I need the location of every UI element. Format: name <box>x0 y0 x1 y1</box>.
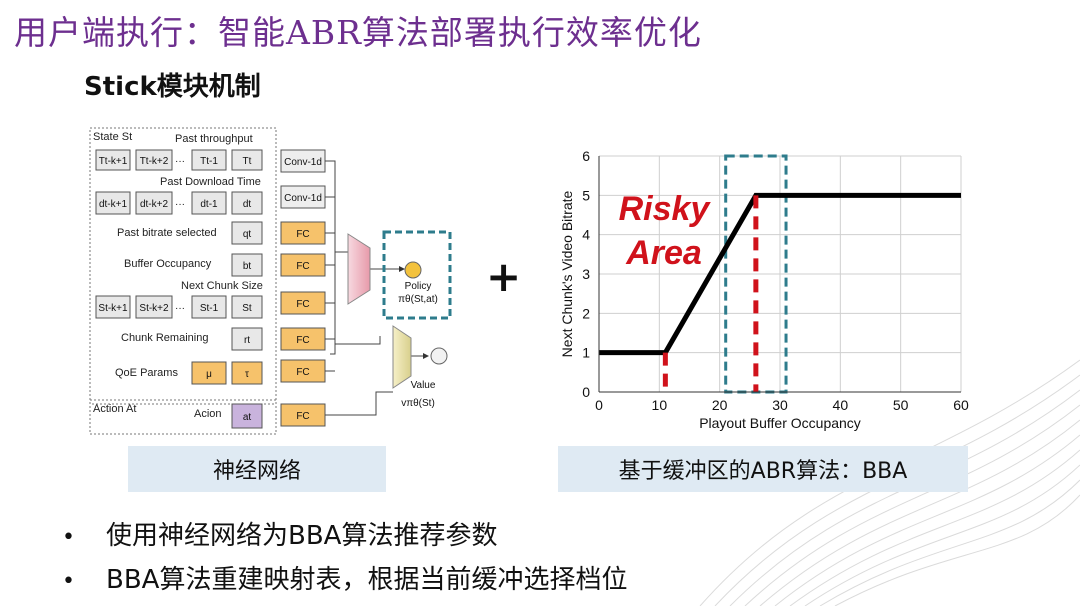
past-bitrate-label: Past bitrate selected <box>117 227 217 239</box>
throughput-cell: Tt <box>243 156 252 167</box>
value-formula: vπθ(St) <box>401 398 435 409</box>
layer-label: FC <box>296 299 309 310</box>
bullet-item: • BBA算法重建映射表，根据当前缓冲选择档位 <box>62 558 1042 602</box>
size-cell: St-k+2 <box>139 303 169 314</box>
download-cell: dt-1 <box>200 199 218 210</box>
ellipsis: ··· <box>175 199 185 210</box>
chunk-size-row: St-k+1 St-k+2 ··· St-1 St <box>95 295 263 319</box>
x-tick-label: 40 <box>833 397 849 413</box>
layer-label: Conv-1d <box>284 193 322 204</box>
download-cell: dt-k+2 <box>140 199 169 210</box>
throughput-cell: Tt-k+2 <box>140 156 169 167</box>
a-cell-box <box>231 403 263 429</box>
throughput-cell: Tt-1 <box>200 156 218 167</box>
layer-label: FC <box>296 229 309 240</box>
risky-area-annotation: Area <box>625 234 702 272</box>
action-box <box>89 399 277 435</box>
y-tick-label: 2 <box>582 305 590 321</box>
x-tick-label: 30 <box>772 397 788 413</box>
size-cell: St-1 <box>200 303 219 314</box>
past-download-time-label: Past Download Time <box>160 176 261 188</box>
bullet-dot: • <box>62 525 75 550</box>
plus-sign: + <box>486 252 522 301</box>
ellipsis: ··· <box>175 303 185 314</box>
layer-label: Conv-1d <box>284 157 322 168</box>
x-tick-label: 0 <box>595 397 603 413</box>
state-box <box>89 127 277 405</box>
b-cell: bt <box>243 261 252 272</box>
y-tick-label: 1 <box>582 345 590 361</box>
qoe-params-label: QoE Params <box>115 367 178 379</box>
page-title: 用户端执行：智能ABR算法部署执行效率优化 <box>14 13 702 52</box>
mu-cell: μ <box>206 369 212 380</box>
value-label: Value <box>411 380 436 391</box>
policy-label: Policy <box>405 281 432 292</box>
size-cell: St-k+1 <box>98 303 128 314</box>
caption-bba: 基于缓冲区的ABR算法：BBA <box>558 446 968 492</box>
value-node <box>430 347 448 365</box>
policy-network-block <box>347 233 371 305</box>
caption-neural-network: 神经网络 <box>128 446 386 492</box>
r-cell-box <box>231 327 263 351</box>
r-cell: rt <box>244 335 250 346</box>
acion-label: Acion <box>194 408 222 420</box>
b-cell-box <box>231 253 263 277</box>
q-cell: qt <box>243 229 252 240</box>
bullet-text: 使用神经网络为BBA算法推荐参数 <box>106 521 498 551</box>
y-tick-label: 3 <box>582 266 590 282</box>
bullet-list: • 使用神经网络为BBA算法推荐参数 • BBA算法重建映射表，根据当前缓冲选择档位 <box>62 514 1042 602</box>
next-chunk-size-label: Next Chunk Size <box>181 280 263 292</box>
layer-label: FC <box>296 261 309 272</box>
connectors <box>325 160 429 416</box>
bullet-item: • 使用神经网络为BBA算法推荐参数 <box>62 514 1042 558</box>
download-cell: dt <box>243 199 252 210</box>
policy-node <box>404 261 422 279</box>
x-axis-label: Playout Buffer Occupancy <box>699 415 861 431</box>
action-label: Action At <box>93 403 136 415</box>
x-tick-label: 10 <box>652 397 668 413</box>
a-cell: at <box>243 412 252 423</box>
risky-area-annotation: Risky <box>619 190 712 228</box>
x-tick-label: 60 <box>953 397 969 413</box>
bba-mapping-line <box>599 192 961 356</box>
layer-label: FC <box>296 411 309 422</box>
state-label: State St <box>93 131 132 143</box>
x-tick-label: 50 <box>893 397 909 413</box>
bullet-text: BBA算法重建映射表，根据当前缓冲选择档位 <box>106 565 628 595</box>
chart-axes: 0 10 20 30 40 50 60 0 1 2 3 4 5 6 <box>582 148 969 413</box>
download-time-row: dt-k+1 dt-k+2 ··· dt-1 dt <box>95 191 263 215</box>
bba-chart: 0 10 20 30 40 50 60 0 1 2 3 4 5 6 Risky Area Playout … <box>559 148 969 431</box>
ellipsis: ··· <box>175 156 185 167</box>
layer-label: FC <box>296 335 309 346</box>
tau-cell-box <box>231 361 263 385</box>
download-cell: dt-k+1 <box>99 199 128 210</box>
past-throughput-label: Past throughput <box>175 133 253 145</box>
policy-highlight-box <box>382 230 452 320</box>
section-subtitle: Stick模块机制 <box>84 72 261 102</box>
bullet-dot: • <box>62 569 75 594</box>
buffer-occupancy-label: Buffer Occupancy <box>124 258 212 270</box>
policy-formula: πθ(St,at) <box>398 294 438 305</box>
y-tick-label: 6 <box>582 148 590 164</box>
q-cell-box <box>231 221 263 245</box>
layer-label: FC <box>296 367 309 378</box>
size-cell: St <box>242 303 252 314</box>
y-tick-label: 5 <box>582 187 590 203</box>
y-tick-label: 0 <box>582 384 590 400</box>
value-network-block <box>392 325 412 389</box>
mu-cell-box <box>191 361 227 385</box>
chunk-remaining-label: Chunk Remaining <box>121 332 208 344</box>
tau-cell: τ <box>245 369 249 380</box>
throughput-cell: Tt-k+1 <box>99 156 128 167</box>
layer-boxes: Conv-1d Conv-1d FC FC FC FC FC FC <box>280 149 326 427</box>
x-tick-label: 20 <box>712 397 728 413</box>
y-tick-label: 4 <box>582 227 590 243</box>
throughput-row: Tt-k+1 Tt-k+2 ··· Tt-1 Tt <box>95 149 263 171</box>
neural-network-diagram: State St Past throughput Tt-k+1 Tt-k+2 ·… <box>89 127 452 435</box>
y-axis-label: Next Chunk's Video Bitrate <box>559 190 575 357</box>
